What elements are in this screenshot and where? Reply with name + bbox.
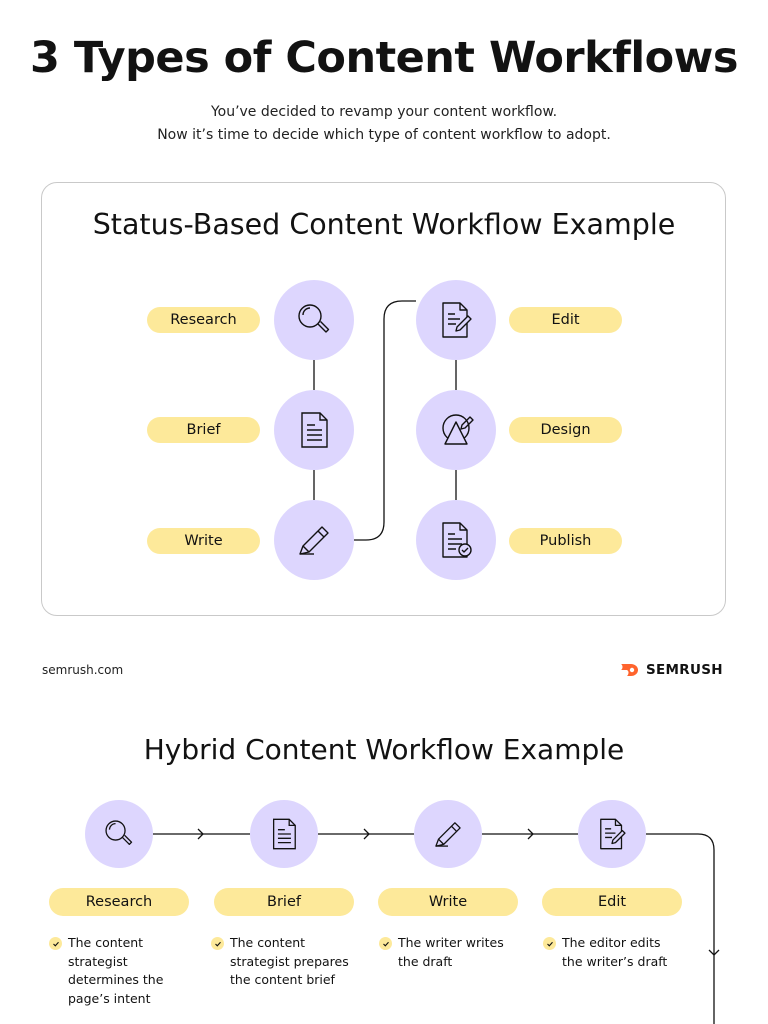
status-step-design-circle (416, 390, 496, 470)
desc-text: The writer writes the draft (398, 935, 504, 969)
hybrid-arrow-down (708, 949, 720, 956)
check-icon (49, 937, 62, 950)
hybrid-step-edit-desc: The editor edits the writer’s draft (543, 934, 683, 971)
hybrid-step-brief-desc: The content strategist prepares the cont… (211, 934, 351, 990)
edit-document-icon (442, 302, 472, 338)
status-step-edit-circle (416, 280, 496, 360)
desc-text: The editor edits the writer’s draft (562, 935, 668, 969)
subtitle-line-2: Now it’s time to decide which type of co… (157, 127, 611, 143)
hybrid-workflow-title: Hybrid Content Workflow Example (143, 733, 625, 766)
hybrid-arrow-1 (197, 828, 204, 840)
check-icon (211, 937, 224, 950)
pencil-icon (435, 822, 461, 847)
hybrid-arrow-2 (363, 828, 370, 840)
status-step-research-label: Research (147, 307, 260, 333)
document-icon (272, 818, 296, 850)
subtitle-line-1: You’ve decided to revamp your content wo… (210, 104, 558, 120)
status-step-design-label: Design (509, 417, 622, 443)
page-title: 3 Types of Content Workflows (30, 33, 739, 83)
check-icon (379, 937, 392, 950)
pencil-icon (299, 526, 329, 555)
brand-name: SEMRUSH (646, 662, 723, 678)
document-icon (301, 412, 328, 448)
hybrid-step-research-label: Research (49, 888, 189, 916)
hybrid-step-write-desc: The writer writes the draft (379, 934, 519, 971)
site-url: semrush.com (42, 663, 124, 677)
design-shapes-icon (442, 414, 474, 445)
desc-text: The content strategist prepares the cont… (230, 935, 349, 987)
hybrid-step-research-desc: The content strategist determines the pa… (49, 934, 189, 1008)
hybrid-connector-down (646, 833, 715, 1024)
desc-text: The content strategist determines the pa… (68, 935, 164, 1006)
hybrid-step-brief-circle (250, 800, 318, 868)
status-step-edit-label: Edit (509, 307, 622, 333)
status-step-publish-label: Publish (509, 528, 622, 554)
status-step-write-label: Write (147, 528, 260, 554)
check-icon (543, 937, 556, 950)
semrush-logo: SEMRUSH (620, 662, 723, 678)
semrush-flame-icon (621, 664, 638, 676)
document-check-icon (442, 522, 472, 558)
status-workflow-card (41, 182, 726, 616)
edit-document-icon (600, 818, 626, 850)
status-step-brief-circle (274, 390, 354, 470)
status-step-write-circle (274, 500, 354, 580)
hybrid-step-write-circle (414, 800, 482, 868)
magnifier-icon (105, 820, 133, 846)
magnifier-icon (298, 304, 330, 333)
status-step-research-circle (274, 280, 354, 360)
hybrid-arrow-3 (527, 828, 534, 840)
status-workflow-title: Status-Based Content Workflow Example (92, 208, 676, 241)
hybrid-step-research-circle (85, 800, 153, 868)
hybrid-step-brief-label: Brief (214, 888, 354, 916)
status-step-brief-label: Brief (147, 417, 260, 443)
status-step-publish-circle (416, 500, 496, 580)
hybrid-step-edit-circle (578, 800, 646, 868)
hybrid-step-write-label: Write (378, 888, 518, 916)
hybrid-step-edit-label: Edit (542, 888, 682, 916)
